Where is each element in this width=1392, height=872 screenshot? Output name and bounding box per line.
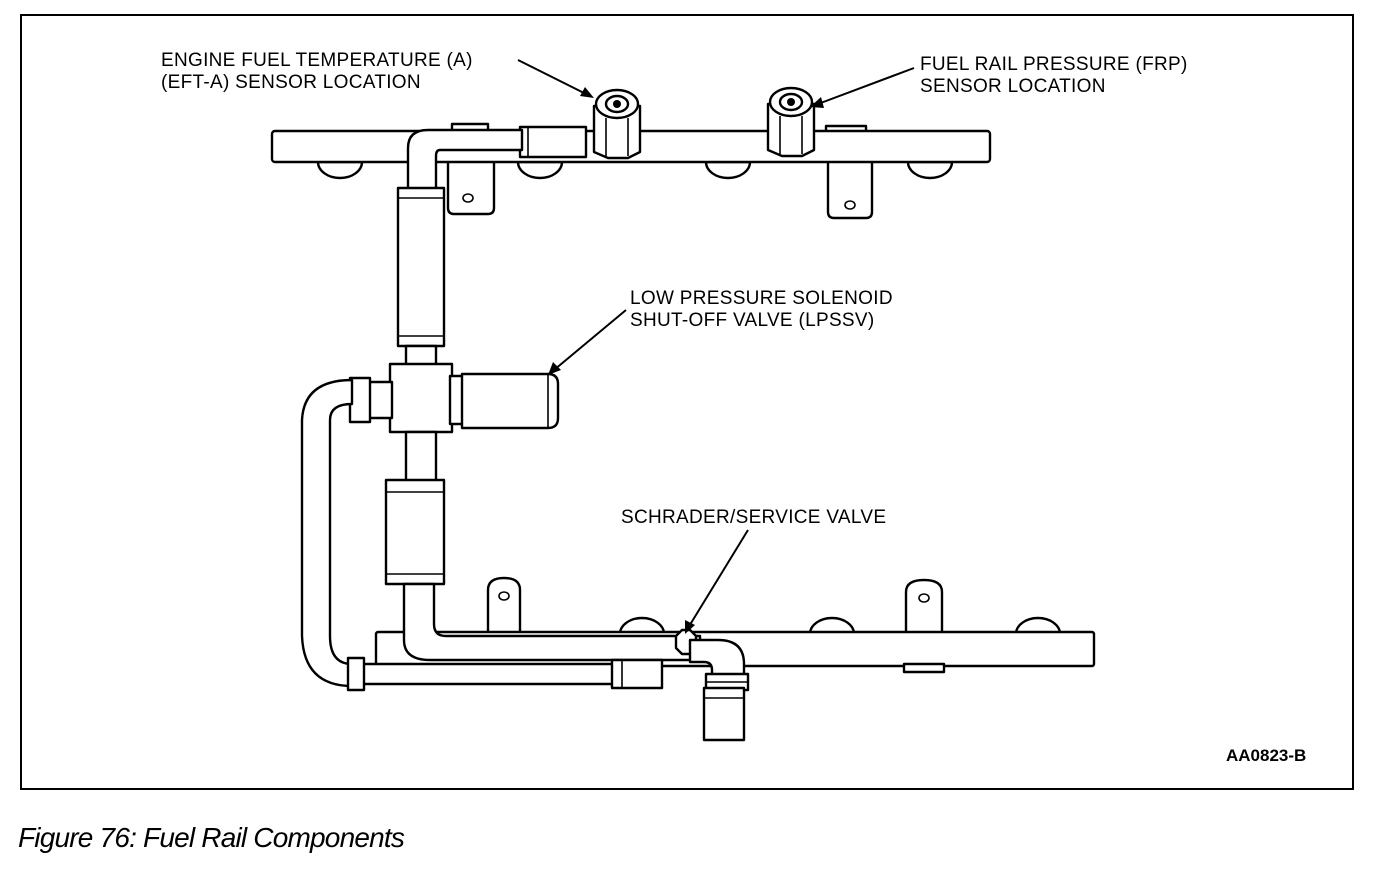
schrader-label-line1: SCHRADER/SERVICE VALVE: [621, 507, 887, 528]
diagram-frame: [20, 14, 1354, 790]
leader-arrows: [517, 59, 915, 634]
eft-a-sensor-label: ENGINE FUEL TEMPERATURE (A) (EFT-A) SENS…: [161, 50, 473, 94]
upper-fuel-rail: [270, 86, 992, 220]
lpssv-label-line2: SHUT-OFF VALVE (LPSSV): [630, 310, 875, 331]
eft-a-label-line1: ENGINE FUEL TEMPERATURE (A): [161, 50, 473, 71]
frp-label-line2: SENSOR LOCATION: [920, 76, 1106, 97]
lower-fuel-rail: [346, 576, 1096, 742]
crossover-tube: [300, 128, 560, 688]
lpssv-label-line1: LOW PRESSURE SOLENOID: [630, 288, 893, 309]
figure-id: AA0823-B: [1226, 746, 1307, 765]
figure-caption: Figure 76: Fuel Rail Components: [18, 822, 405, 853]
frp-label-line1: FUEL RAIL PRESSURE (FRP): [920, 54, 1188, 75]
frp-sensor-label: FUEL RAIL PRESSURE (FRP) SENSOR LOCATION: [920, 54, 1188, 98]
eft-a-label-line2: (EFT-A) SENSOR LOCATION: [161, 72, 421, 93]
lpssv-label: LOW PRESSURE SOLENOID SHUT-OFF VALVE (LP…: [630, 288, 893, 332]
schrader-valve-label: SCHRADER/SERVICE VALVE: [621, 507, 886, 529]
